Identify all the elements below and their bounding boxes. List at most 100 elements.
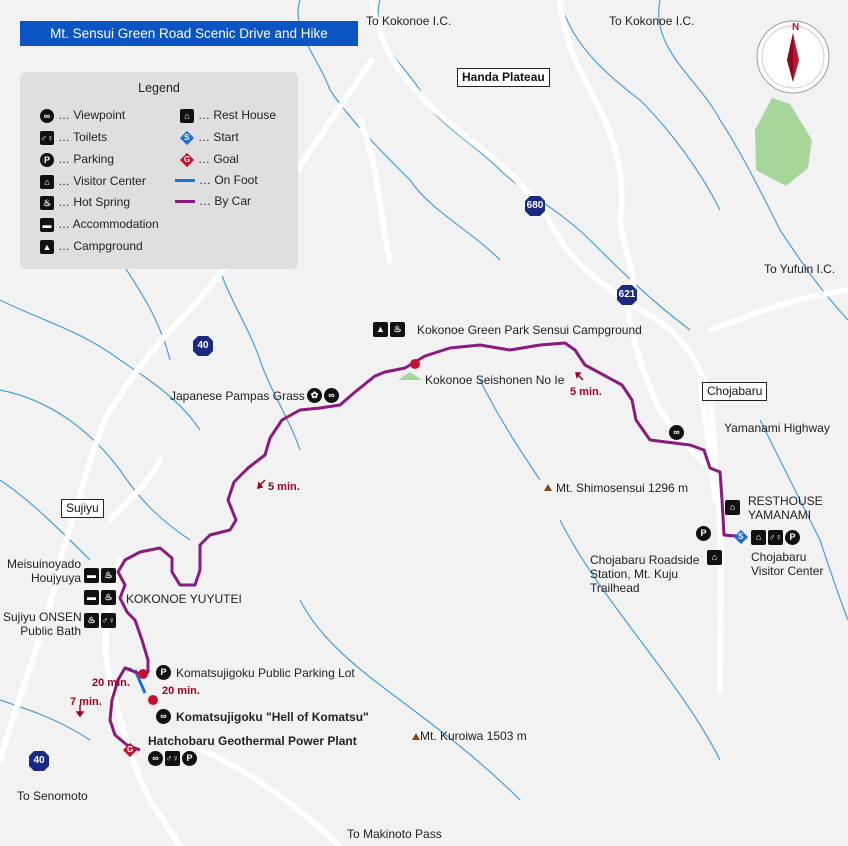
parking-icon: P [40, 152, 54, 167]
direction-senomoto: To Senomoto [17, 789, 88, 803]
legend-campground: ▲… Campground [40, 238, 143, 254]
legend-on-foot: … On Foot [175, 172, 258, 188]
parking-icon: P [696, 526, 711, 541]
legend-panel: Legend ∞… Viewpoint ♂♀… Toilets P… Parki… [20, 72, 298, 269]
time-label-chojabaru: 5 min. [570, 386, 602, 398]
rivers [0, 0, 848, 801]
house-icon: ⌂ [725, 500, 740, 515]
start-icon: S [179, 130, 195, 145]
pampas-label[interactable]: Japanese Pampas Grass [170, 389, 305, 403]
shimosensui-peak-icon [544, 484, 552, 491]
hot-spring-icon: ♨ [101, 568, 116, 583]
hot-spring-icon: ♨ [40, 195, 54, 210]
house-icon: ⌂ [180, 108, 194, 123]
komatsu-hell-label[interactable]: Komatsujigoku "Hell of Komatsu" [176, 710, 369, 724]
legend-goal: G… Goal [179, 151, 239, 167]
bed-icon: ▬ [84, 590, 99, 605]
binoculars-icon: ∞ [40, 108, 54, 123]
by-car-line-icon [175, 200, 195, 204]
viewpoint-chojabaru: ∞ [669, 425, 684, 440]
visitor-center-label[interactable]: Chojabaru Visitor Center [751, 550, 824, 578]
meisui-label[interactable]: Meisuinoyado Houjyuya [6, 557, 81, 585]
binoculars-icon: ∞ [156, 709, 171, 724]
legend-viewpoint: ∞… Viewpoint [40, 107, 125, 123]
sujiyu-bath-label[interactable]: Sujiyu ONSEN Public Bath [3, 610, 82, 638]
sujiyu-bath-icons: ♨♂♀ [84, 613, 116, 628]
visitor-center-icons: S⌂♂♀P [733, 529, 800, 545]
bed-icon: ▬ [84, 568, 99, 583]
pampas-icons: ✿∞ [307, 388, 339, 403]
by-car-route [108, 341, 737, 752]
time-label-foot-down: 20 min. [162, 685, 200, 697]
yuyutei-label[interactable]: KOKONOE YUYUTEI [126, 592, 242, 606]
legend-visitor-center: ⌂… Visitor Center [40, 173, 146, 189]
direction-kokonoe-ic-west: To Kokonoe I.C. [366, 14, 452, 28]
campground-label[interactable]: Kokonoe Green Park Sensui Campground [417, 323, 642, 337]
binoculars-icon: ∞ [324, 388, 339, 403]
legend-parking: P… Parking [40, 151, 114, 167]
toilet-icon: ♂♀ [101, 613, 116, 628]
route-40-shield-north: 40 [192, 335, 214, 357]
bed-icon: ▬ [40, 217, 54, 232]
roadside-parking: P [696, 526, 711, 541]
toilet-icon: ♂♀ [40, 130, 54, 145]
time-label-foot-up: 20 min. [92, 677, 130, 689]
goal-icon: G [122, 742, 138, 758]
region-chojabaru: Chojabaru [702, 382, 768, 401]
legend-title: Legend [138, 81, 180, 95]
roadside-house: ⌂ [707, 550, 722, 565]
tent-icon: ▲ [40, 239, 54, 254]
meisui-icons: ▬♨ [84, 568, 116, 583]
on-foot-line-icon [175, 179, 195, 183]
legend-accommodation: ▬… Accommodation [40, 216, 159, 232]
hatchobaru-label[interactable]: Hatchobaru Geothermal Power Plant [148, 734, 357, 748]
hatchobaru-icons: ∞♂♀P [148, 751, 197, 766]
yamanami-highway-label: Yamanami Highway [724, 421, 830, 435]
goal-marker: G [122, 742, 141, 758]
komatsu-parking-label[interactable]: Komatsujigoku Public Parking Lot [176, 666, 355, 680]
region-handa-plateau: Handa Plateau [457, 68, 550, 87]
seishonen-label[interactable]: Kokonoe Seishonen No Ie [425, 373, 565, 387]
shimosensui-label: Mt. Shimosensui 1296 m [556, 481, 689, 495]
legend-toilets: ♂♀… Toilets [40, 130, 108, 145]
time-label-car: 7 min. [70, 696, 102, 708]
time-label-road: 5 min. [268, 481, 300, 493]
tent-icon: ▲ [373, 322, 388, 337]
yuyutei-icons: ▬♨ [84, 590, 116, 605]
direction-kokonoe-ic-east: To Kokonoe I.C. [609, 14, 695, 28]
resthouse-label[interactable]: RESTHOUSE YAMANAMI [748, 494, 823, 522]
time-arrows [75, 372, 584, 718]
kuroiwa-label: Mt. Kuroiwa 1503 m [420, 729, 527, 743]
binoculars-icon: ∞ [669, 425, 684, 440]
komatsu-parking-dot[interactable] [138, 669, 148, 679]
roadside-label[interactable]: Chojabaru Roadside Station, Mt. Kuju Tra… [590, 553, 700, 595]
komatsu-hell-dot[interactable] [148, 695, 158, 705]
legend-by-car: … By Car [175, 193, 251, 209]
komatsu-hell-icon-group: ∞ [156, 709, 171, 724]
flower-icon: ✿ [307, 388, 322, 403]
hot-spring-icon: ♨ [84, 613, 99, 628]
resthouse-icon-group: ⌂ [725, 500, 740, 515]
visitor-center-icon: ⌂ [40, 174, 54, 189]
house-icon: ⌂ [707, 550, 722, 565]
route-40-shield-south: 40 [28, 750, 50, 772]
parking-icon: P [182, 751, 197, 766]
start-icon: S [733, 529, 749, 545]
campground-icons: ▲♨ [373, 322, 405, 337]
hot-spring-icon: ♨ [101, 590, 116, 605]
seishonen-dot[interactable] [410, 359, 420, 369]
hot-spring-icon: ♨ [390, 322, 405, 337]
toilet-icon: ♂♀ [768, 530, 783, 545]
route-621-shield: 621 [616, 284, 638, 306]
toilet-icon: ♂♀ [165, 751, 180, 766]
map-title: Mt. Sensui Green Road Scenic Drive and H… [20, 21, 358, 46]
legend-hot-spring: ♨… Hot Spring [40, 194, 130, 210]
visitor-center-icon: ⌂ [751, 530, 766, 545]
binoculars-icon: ∞ [148, 751, 163, 766]
kuroiwa-peak-icon [412, 733, 420, 740]
komatsu-parking-icon-group: P [156, 665, 171, 680]
legend-start: S… Start [179, 129, 239, 145]
legend-rest-house: ⌂… Rest House [180, 107, 276, 123]
